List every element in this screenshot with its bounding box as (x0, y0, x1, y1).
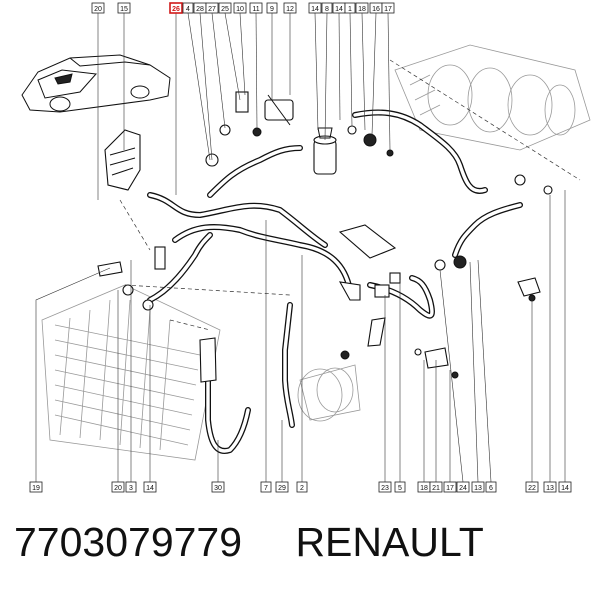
callout-top-16[interactable]: 18 (355, 2, 369, 14)
svg-text:14: 14 (146, 485, 154, 492)
svg-text:4: 4 (186, 6, 190, 13)
svg-text:14: 14 (335, 6, 343, 13)
callout-bottom-6[interactable]: 7 (260, 481, 272, 493)
svg-text:9: 9 (270, 6, 274, 13)
callout-top-6[interactable]: 27 (205, 2, 219, 14)
compressor-unit-outline (394, 44, 591, 151)
svg-text:19: 19 (32, 485, 40, 492)
svg-text:30: 30 (214, 485, 222, 492)
svg-text:21: 21 (432, 485, 440, 492)
callouts-bottom: 19 20 3 14 30 7 29 2 23 5 18 21 17 24 13… (29, 481, 572, 493)
svg-text:22: 22 (528, 485, 536, 492)
callout-top-8[interactable]: 10 (233, 2, 247, 14)
callout-bottom-2[interactable]: 20 (111, 481, 125, 493)
svg-text:20: 20 (114, 485, 122, 492)
svg-text:6: 6 (489, 485, 493, 492)
callout-top-3-highlighted[interactable]: 26 (169, 2, 183, 14)
svg-text:18: 18 (358, 6, 366, 13)
callout-bottom-17[interactable]: 22 (525, 481, 539, 493)
callout-bottom-19[interactable]: 14 (558, 481, 572, 493)
callout-top-4[interactable]: 4 (182, 2, 194, 14)
svg-text:11: 11 (252, 6, 259, 13)
brand-name: RENAULT (295, 519, 484, 565)
callout-bottom-13[interactable]: 17 (443, 481, 457, 493)
svg-text:10: 10 (236, 6, 244, 13)
svg-text:8: 8 (325, 6, 329, 13)
callout-top-15[interactable]: 1 (344, 2, 356, 14)
svg-text:25: 25 (221, 6, 229, 13)
svg-text:18: 18 (420, 485, 428, 492)
callout-top-12[interactable]: 14 (308, 2, 322, 14)
svg-text:13: 13 (474, 485, 482, 492)
svg-text:3: 3 (129, 485, 133, 492)
svg-text:12: 12 (286, 6, 294, 13)
svg-text:27: 27 (208, 6, 216, 13)
callout-bottom-15[interactable]: 13 (471, 481, 485, 493)
svg-text:2: 2 (300, 485, 304, 492)
callout-top-2[interactable]: 15 (117, 2, 131, 14)
callout-top-1[interactable]: 20 (91, 2, 105, 14)
svg-text:5: 5 (398, 485, 402, 492)
callouts-top: 20 15 26 4 28 27 25 10 11 9 12 14 8 14 1… (91, 2, 395, 14)
leader-lines (35, 12, 566, 483)
svg-text:7: 7 (264, 485, 268, 492)
svg-text:17: 17 (446, 485, 454, 492)
refrigerant-hoses (147, 109, 523, 319)
svg-text:14: 14 (561, 485, 569, 492)
rigid-tubes (205, 302, 295, 454)
svg-text:16: 16 (372, 6, 380, 13)
bracket-part-15 (104, 129, 141, 191)
callout-top-18[interactable]: 17 (381, 2, 395, 14)
callout-top-10[interactable]: 9 (266, 2, 278, 14)
callout-bottom-11[interactable]: 18 (417, 481, 431, 493)
callout-bottom-3[interactable]: 3 (125, 481, 137, 493)
callout-bottom-14[interactable]: 24 (456, 481, 470, 493)
svg-text:20: 20 (94, 6, 102, 13)
callout-bottom-5[interactable]: 30 (211, 481, 225, 493)
callout-top-14[interactable]: 14 (332, 2, 346, 14)
reference-lines (119, 59, 581, 331)
svg-text:15: 15 (120, 6, 128, 13)
svg-text:26: 26 (172, 6, 180, 13)
svg-text:24: 24 (459, 485, 467, 492)
svg-text:23: 23 (381, 485, 389, 492)
callout-top-11[interactable]: 12 (283, 2, 297, 14)
callout-bottom-16[interactable]: 6 (485, 481, 497, 493)
callout-bottom-10[interactable]: 5 (394, 481, 406, 493)
svg-text:13: 13 (546, 485, 554, 492)
callout-bottom-8[interactable]: 2 (296, 481, 308, 493)
callout-bottom-1[interactable]: 19 (29, 481, 43, 493)
callout-bottom-9[interactable]: 23 (378, 481, 392, 493)
svg-text:1: 1 (348, 6, 352, 13)
svg-text:17: 17 (384, 6, 392, 13)
callout-top-17[interactable]: 16 (369, 2, 383, 14)
callout-top-13[interactable]: 8 (321, 2, 333, 14)
part-caption: 7703079779 RENAULT (14, 512, 594, 572)
callout-bottom-4[interactable]: 14 (143, 481, 157, 493)
callout-bottom-12[interactable]: 21 (429, 481, 443, 493)
svg-text:29: 29 (278, 485, 286, 492)
parts-diagram: 20 15 26 4 28 27 25 10 11 9 12 14 8 14 1… (21, 2, 591, 493)
callout-bottom-7[interactable]: 29 (275, 481, 289, 493)
callout-bottom-18[interactable]: 13 (543, 481, 557, 493)
ac-compressor (297, 364, 361, 422)
callout-top-9[interactable]: 11 (249, 2, 263, 14)
svg-text:14: 14 (311, 6, 319, 13)
callout-top-5[interactable]: 28 (193, 2, 207, 14)
svg-text:28: 28 (196, 6, 204, 13)
part-number: 7703079779 (14, 519, 243, 565)
callout-top-7[interactable]: 25 (218, 2, 232, 14)
car-outline (21, 54, 171, 113)
